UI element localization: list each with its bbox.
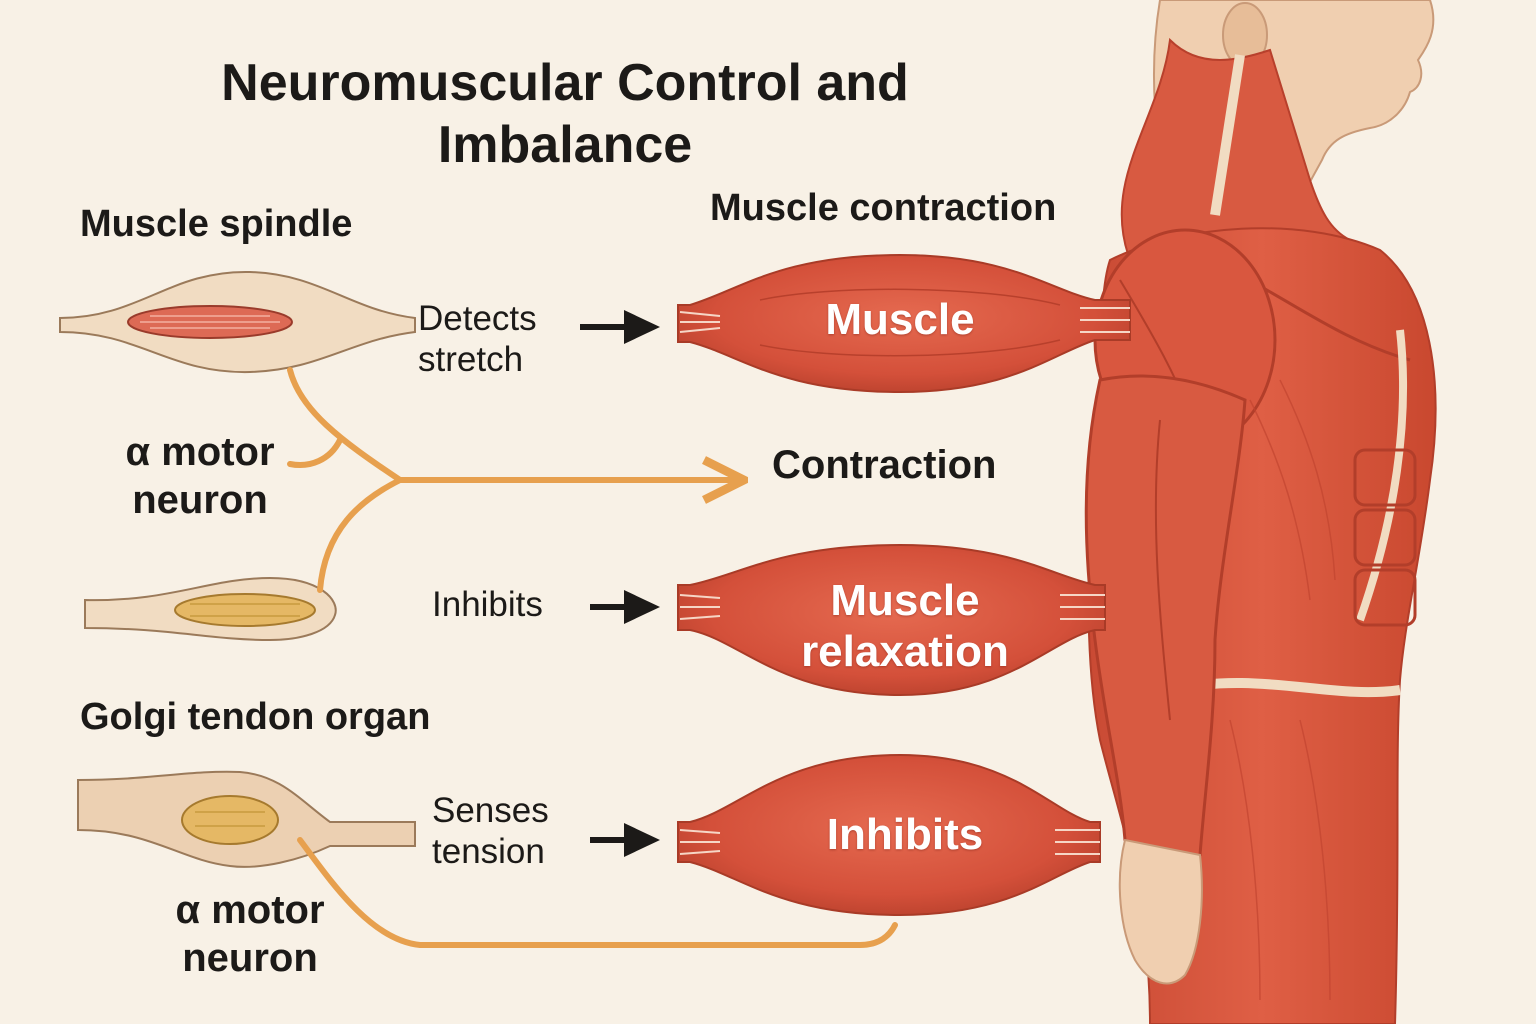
muscle-label-middle: Muscle relaxation <box>801 576 1009 676</box>
muscle-label-top: Muscle <box>825 295 975 344</box>
arrow-inhibits <box>590 590 660 624</box>
step-arrows <box>580 310 660 857</box>
label-contraction: Contraction <box>772 443 997 487</box>
abdominal-muscles <box>1353 448 1417 627</box>
label-inhibits-step: Inhibits <box>432 585 543 624</box>
page-title: Neuromuscular Control and Imbalance <box>221 54 909 175</box>
muscle-belly-top <box>677 253 1131 394</box>
label-detects-stretch: Detects stretch <box>418 299 537 380</box>
label-golgi-tendon-organ: Golgi tendon organ <box>80 696 431 738</box>
hand <box>1118 838 1203 985</box>
label-muscle-contraction: Muscle contraction <box>710 187 1057 229</box>
muscle-label-bottom: Inhibits <box>826 810 984 859</box>
arrow-senses-tension <box>590 823 660 857</box>
label-alpha-motor-neuron-bottom: α motor neuron <box>175 888 325 980</box>
human-figure <box>1084 0 1437 1024</box>
label-senses-tension: Senses tension <box>432 791 549 872</box>
label-muscle-spindle: Muscle spindle <box>80 203 353 245</box>
muscle-belly-middle <box>677 543 1106 697</box>
muscle-spindle-illustration <box>59 270 416 374</box>
middle-sensor-illustration <box>84 576 337 642</box>
arrow-detects-stretch <box>580 310 660 344</box>
muscle-belly-bottom <box>677 753 1101 917</box>
golgi-tendon-illustration <box>77 770 416 868</box>
nerve-pathways <box>287 367 898 948</box>
neck <box>1120 37 1354 262</box>
label-alpha-motor-neuron-top: α motor neuron <box>125 430 275 522</box>
